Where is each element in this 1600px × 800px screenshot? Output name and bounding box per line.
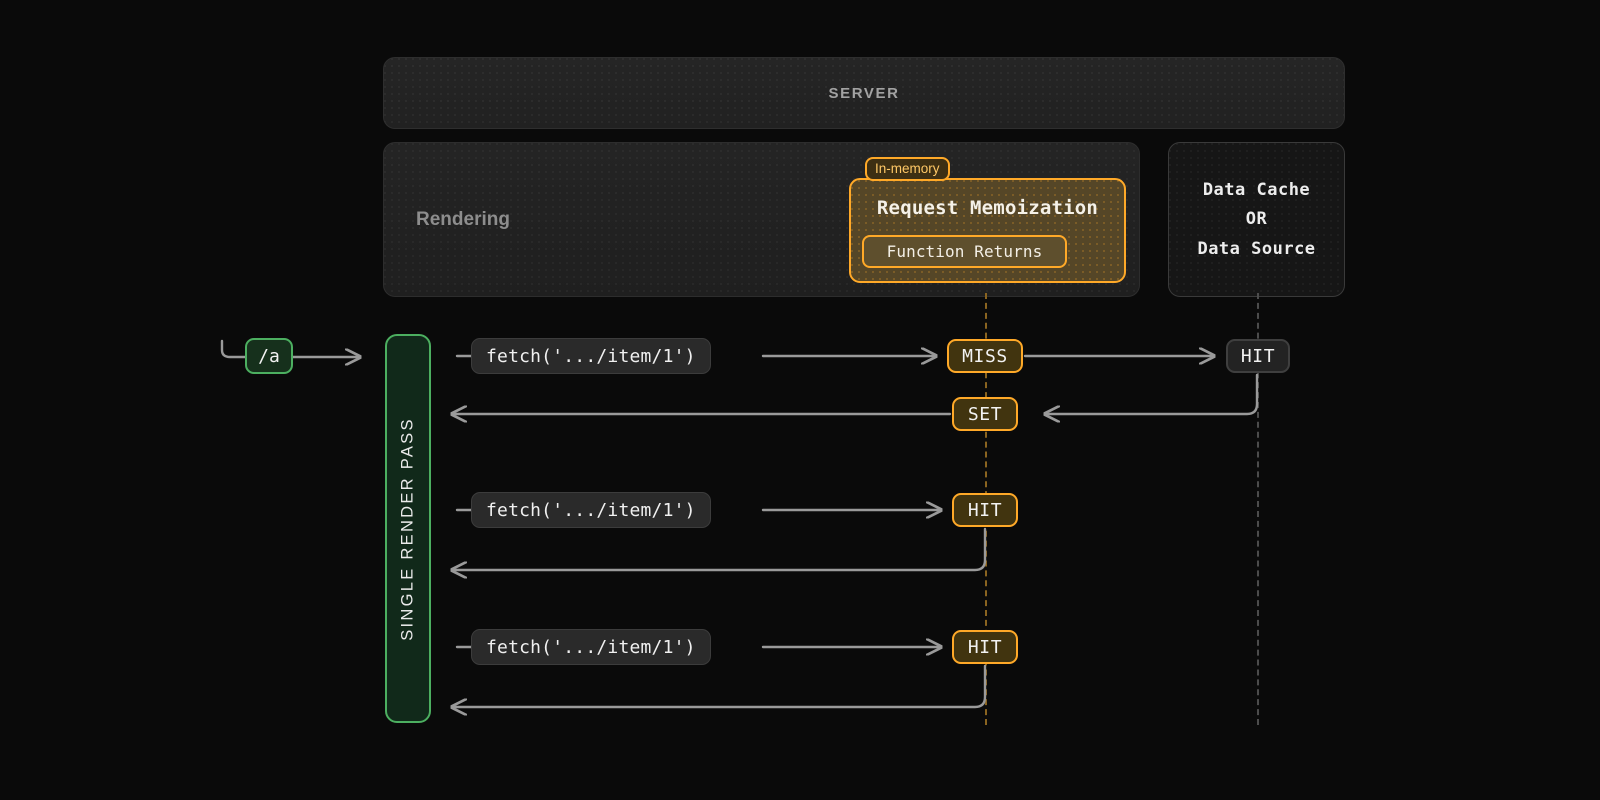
- status-badge-hit-external: HIT: [1226, 339, 1290, 373]
- status-badge-hit-2-label: HIT: [967, 499, 1003, 521]
- fetch-call-2[interactable]: fetch('.../item/1'): [471, 492, 711, 528]
- status-badge-hit-3: HIT: [952, 630, 1018, 664]
- in-memory-tag: In-memory: [865, 157, 950, 181]
- data-cache-lifeline: [1257, 293, 1259, 725]
- route-label: /a: [258, 345, 280, 367]
- status-badge-hit-2: HIT: [952, 493, 1018, 527]
- fetch-call-3[interactable]: fetch('.../item/1'): [471, 629, 711, 665]
- status-badge-miss-label: MISS: [962, 345, 1008, 367]
- status-badge-set: SET: [952, 397, 1018, 431]
- data-cache-panel: Data Cache OR Data Source: [1168, 142, 1345, 297]
- server-container: SERVER: [383, 57, 1345, 129]
- fetch-call-2-label: fetch('.../item/1'): [486, 499, 696, 521]
- status-badge-miss: MISS: [947, 339, 1023, 373]
- function-returns-label: Function Returns: [886, 242, 1043, 261]
- status-badge-hit-external-label: HIT: [1240, 345, 1276, 367]
- data-cache-line-3: Data Source: [1197, 238, 1316, 259]
- request-memoization-title: Request Memoization: [876, 197, 1099, 219]
- status-badge-set-label: SET: [967, 403, 1003, 425]
- request-memoization-box: In-memory Request Memoization Function R…: [849, 157, 1126, 283]
- rendering-label: Rendering: [416, 208, 510, 230]
- single-render-pass-label: SINGLE RENDER PASS: [398, 416, 417, 641]
- fetch-call-3-label: fetch('.../item/1'): [486, 636, 696, 658]
- fetch-call-1[interactable]: fetch('.../item/1'): [471, 338, 711, 374]
- server-title: SERVER: [828, 84, 900, 102]
- status-badge-hit-3-label: HIT: [967, 636, 1003, 658]
- data-cache-line-1: Data Cache: [1202, 179, 1311, 200]
- data-cache-line-2: OR: [1245, 209, 1268, 230]
- fetch-call-1-label: fetch('.../item/1'): [486, 345, 696, 367]
- route-badge[interactable]: /a: [245, 338, 293, 374]
- function-returns-box: Function Returns: [862, 235, 1067, 268]
- single-render-pass-bar: SINGLE RENDER PASS: [385, 334, 431, 723]
